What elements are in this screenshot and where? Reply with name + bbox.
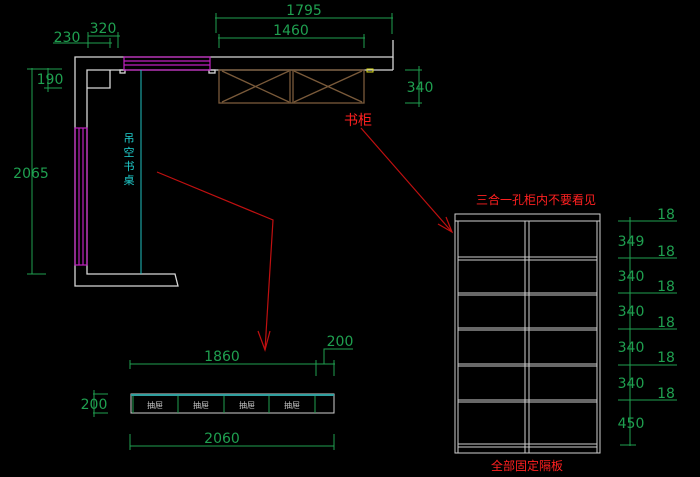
plan-view: 1795 1460 230 320 190 2065 — [13, 3, 433, 287]
dim-1795: 1795 — [215, 3, 393, 34]
svg-text:450: 450 — [618, 416, 645, 432]
dim-label: 1860 — [204, 349, 240, 365]
svg-text:340: 340 — [618, 304, 645, 320]
dim-label: 230 — [54, 30, 81, 46]
svg-text:349: 349 — [618, 234, 645, 250]
dim-label: 2060 — [204, 431, 240, 447]
svg-text:桌: 桌 — [124, 174, 135, 187]
dim-230-320: 230 320 — [53, 21, 120, 48]
leader-to-drawers — [156, 171, 274, 352]
dim-left: 190 2065 — [13, 68, 64, 275]
svg-text:18: 18 — [657, 386, 675, 402]
dim-label: 1795 — [286, 3, 322, 19]
window-left — [74, 127, 88, 266]
dim-2060: 2060 — [129, 431, 335, 450]
dim-label: 340 — [407, 80, 434, 96]
drawer-label: 抽屉 — [284, 400, 300, 410]
dim-label: 2065 — [13, 166, 49, 182]
dim-label: 320 — [90, 21, 117, 37]
window-top — [123, 56, 211, 71]
svg-text:书: 书 — [124, 160, 135, 173]
bookcase-note-bottom: 全部固定隔板 — [491, 458, 563, 473]
drawer-label: 抽屉 — [147, 400, 163, 410]
bookcase-label: 书柜 — [344, 113, 372, 129]
svg-text:340: 340 — [618, 340, 645, 356]
svg-text:18: 18 — [657, 350, 675, 366]
dim-200-height: 200 — [81, 390, 108, 417]
drawer-label: 抽屉 — [193, 400, 209, 410]
shelves — [457, 256, 598, 448]
bookcase-dims: 18 349 18 340 18 340 18 340 18 340 18 45… — [618, 207, 677, 446]
svg-text:18: 18 — [657, 315, 675, 331]
dim-label: 200 — [81, 397, 108, 413]
leader-to-bookcase — [360, 127, 454, 234]
dim-340: 340 — [405, 66, 433, 107]
svg-text:340: 340 — [618, 269, 645, 285]
svg-text:18: 18 — [657, 207, 675, 223]
svg-text:空: 空 — [124, 145, 135, 159]
drawer-elevation: 1860 200 抽屉 抽屉 抽屉 抽屉 200 2060 — [81, 334, 354, 450]
dim-1860: 1860 200 — [129, 334, 354, 376]
dim-label: 200 — [327, 334, 354, 350]
bookcase-note-top: 三合一孔柜内不要看见 — [476, 192, 596, 207]
svg-text:340: 340 — [618, 376, 645, 392]
dim-1460: 1460 — [218, 23, 365, 48]
dim-label: 190 — [37, 72, 64, 88]
svg-text:18: 18 — [657, 244, 675, 260]
svg-text:吊: 吊 — [124, 132, 135, 145]
drawer-label: 抽屉 — [239, 400, 255, 410]
cabinet-plan — [218, 68, 374, 104]
desk-label: 吊 空 书 桌 — [124, 132, 135, 187]
svg-text:18: 18 — [657, 279, 675, 295]
dim-label: 1460 — [273, 23, 309, 39]
bookcase-elevation: 三合一孔柜内不要看见 全部固定隔板 18 349 18 340 1 — [454, 192, 677, 473]
